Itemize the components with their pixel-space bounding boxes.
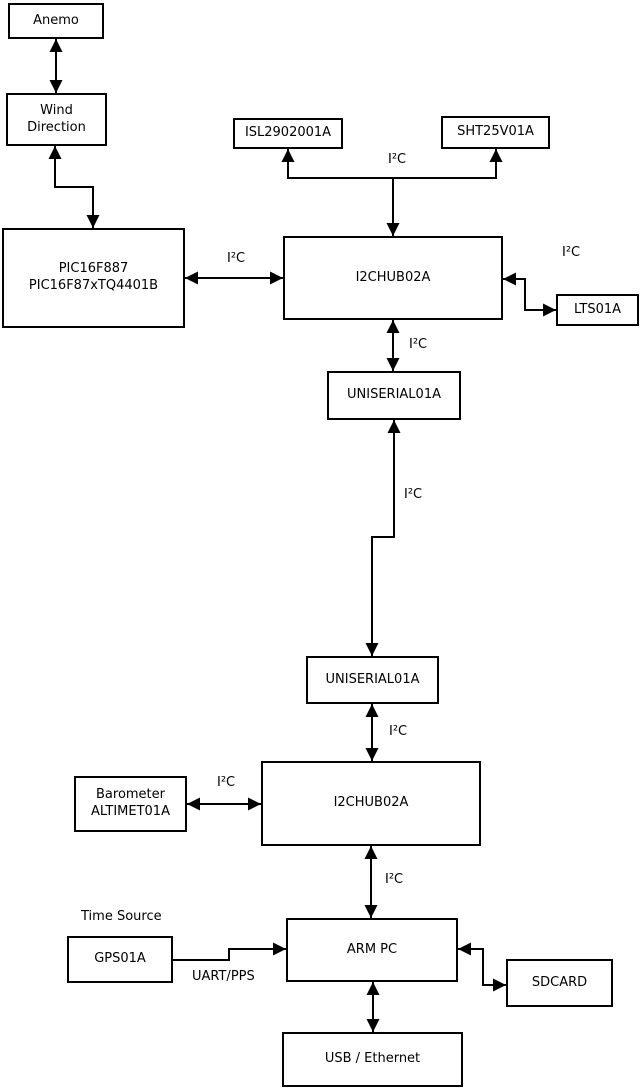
node-i2c-hub-2: I2CHUB02A xyxy=(261,761,481,846)
connector-wind-pic xyxy=(48,146,100,228)
node-label: ISL2902001A xyxy=(244,125,332,141)
i2c-edge-label-barometer-hub2: I²C xyxy=(217,775,236,790)
node-label: SDCARD xyxy=(531,974,588,990)
node-label-line2: PIC16F87xTQ4401B xyxy=(28,278,159,293)
time-source-label: Time Source xyxy=(81,909,162,924)
node-label: I2CHUB02A xyxy=(333,795,409,811)
i2c-edge-label-hub1-uniserial1: I²C xyxy=(409,337,428,352)
node-lts-sensor: LTS01A xyxy=(556,294,639,326)
connector-hub1-lts xyxy=(503,272,556,317)
node-label-line1: Barometer xyxy=(96,787,165,803)
node-label: UNISERIAL01A xyxy=(325,671,420,687)
node-uniserial-1: UNISERIAL01A xyxy=(327,371,461,420)
node-label: LTS01A xyxy=(573,301,622,317)
connector-gps-armpc xyxy=(173,942,286,961)
node-barometer: Barometer ALTIMET01A xyxy=(74,776,187,832)
node-label-line1: PIC16F887 xyxy=(58,261,129,277)
i2c-edge-label-pic-hub1: I²C xyxy=(227,251,246,266)
node-i2c-hub-1: I2CHUB02A xyxy=(283,236,503,320)
node-anemometer: Anemo xyxy=(8,3,104,39)
node-pic-microcontroller: PIC16F887 PIC16F87xTQ4401B xyxy=(2,228,185,328)
connector-uniserial1-uniserial2 xyxy=(365,420,401,656)
i2c-edge-label-hub1-lts: I²C xyxy=(562,245,581,260)
i2c-edge-label-top-tee: I²C xyxy=(388,152,407,167)
node-label-line1: Wind xyxy=(40,102,73,118)
i2c-edge-label-uniserial2-hub2: I²C xyxy=(389,724,408,739)
node-label: Anemo xyxy=(33,12,79,28)
node-label-line2: ALTIMET01A xyxy=(91,804,170,819)
i2c-edge-label-hub2-armpc: I²C xyxy=(385,872,404,887)
node-isl-sensor: ISL2902001A xyxy=(233,118,343,149)
node-label: SHT25V01A xyxy=(457,124,534,140)
connector-armpc-sdcard xyxy=(458,942,506,992)
i2c-edge-label-uniserial-link: I²C xyxy=(404,487,423,502)
node-uniserial-2: UNISERIAL01A xyxy=(306,656,439,704)
node-label: USB / Ethernet xyxy=(324,1051,421,1067)
node-label: I2CHUB02A xyxy=(355,269,431,285)
node-label: ARM PC xyxy=(346,941,398,957)
node-sdcard: SDCARD xyxy=(506,959,613,1007)
uart-pps-edge-label: UART/PPS xyxy=(192,969,255,984)
node-label-line2: Direction xyxy=(27,119,86,135)
node-label: UNISERIAL01A xyxy=(347,387,441,403)
node-label: GPS01A xyxy=(94,951,146,967)
node-usb-ethernet: USB / Ethernet xyxy=(282,1032,463,1087)
node-wind-direction: Wind Direction xyxy=(6,93,107,146)
node-sht-sensor: SHT25V01A xyxy=(441,116,550,149)
node-arm-pc: ARM PC xyxy=(286,918,458,982)
node-gps: GPS01A xyxy=(67,936,173,983)
